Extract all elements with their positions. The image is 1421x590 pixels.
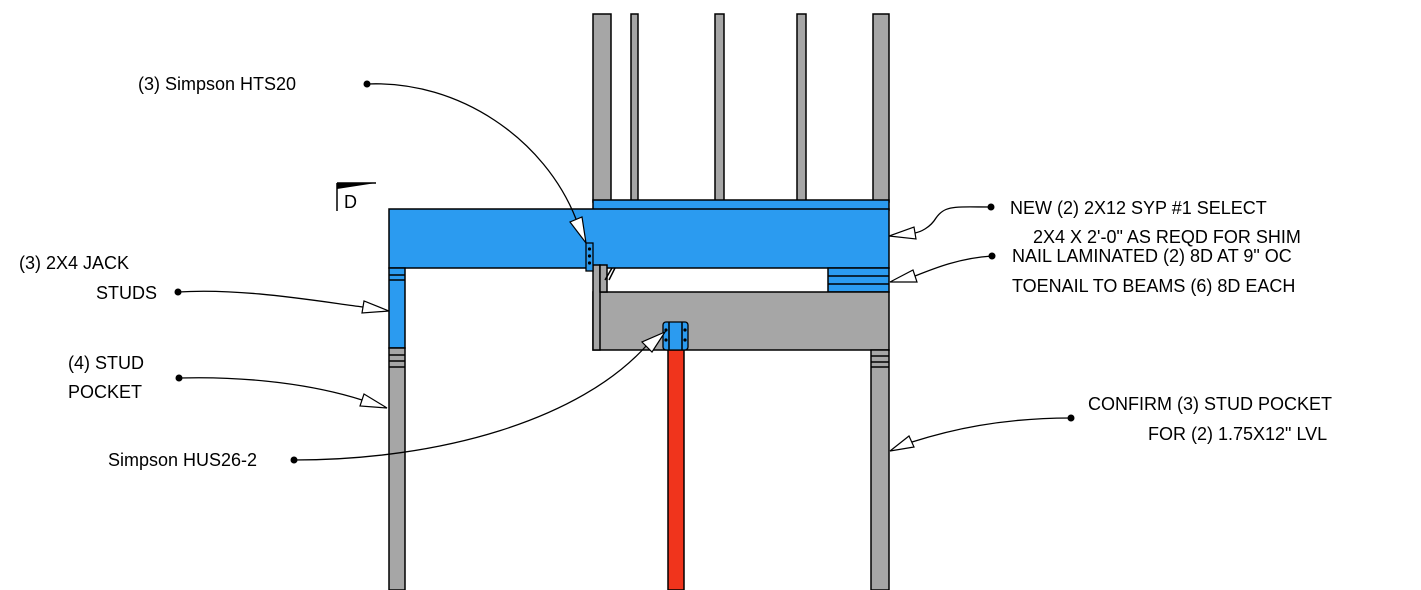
lvl-end-post-outer <box>592 264 601 351</box>
right-pocket-stud <box>870 349 890 590</box>
callout-jack-studs: (3) 2X4 JACK STUDS <box>19 253 390 314</box>
shim-pack <box>827 267 890 293</box>
callout-confirm-line1: CONFIRM (3) STUD POCKET <box>1088 394 1332 414</box>
left-jack-studs <box>388 267 406 349</box>
callout-pocket4-line1: (4) STUD <box>68 353 144 373</box>
callout-nail-line2: TOENAIL TO BEAMS (6) 8D EACH <box>1012 276 1295 296</box>
upper-stud-2 <box>630 13 639 203</box>
hus26-hanger-body <box>662 321 689 351</box>
callout-hus26-line1: Simpson HUS26-2 <box>108 450 257 470</box>
callout-pocket4-line2: POCKET <box>68 382 142 402</box>
upper-stud-left <box>592 13 612 203</box>
new-2x12-beam <box>388 208 890 269</box>
callout-nail-line1: NAIL LAMINATED (2) 8D AT 9" OC <box>1012 246 1292 266</box>
callout-jack-line1: (3) 2X4 JACK <box>19 253 129 273</box>
callout-hus26: Simpson HUS26-2 <box>108 330 667 470</box>
upper-stud-right <box>872 13 890 203</box>
right-stud-pocket <box>870 349 890 590</box>
left-stud-pocket <box>388 347 406 590</box>
upper-wall-studs <box>592 13 890 203</box>
shim-block <box>827 267 890 293</box>
section-marker-letter: D <box>344 192 357 212</box>
section-marker: D <box>336 182 376 212</box>
upper-stud-4 <box>796 13 807 203</box>
left-pocket-stud <box>388 347 406 590</box>
hts20-strap <box>585 242 594 272</box>
callout-hts20: (3) Simpson HTS20 <box>138 74 587 244</box>
callout-confirm-stud-pocket: CONFIRM (3) STUD POCKET FOR (2) 1.75X12"… <box>889 394 1332 452</box>
callout-beam-line2: 2X4 X 2'-0" AS REQD FOR SHIM <box>1033 227 1301 247</box>
red-post <box>667 349 685 590</box>
lvl-end-post-inner <box>599 264 608 293</box>
callout-beam-line1: NEW (2) 2X12 SYP #1 SELECT <box>1010 198 1267 218</box>
callout-hts20-line1: (3) Simpson HTS20 <box>138 74 296 94</box>
callout-new-beam: NEW (2) 2X12 SYP #1 SELECT 2X4 X 2'-0" A… <box>888 198 1301 247</box>
callout-confirm-line2: FOR (2) 1.75X12" LVL <box>1148 424 1327 444</box>
callout-stud-pocket-4: (4) STUD POCKET <box>68 353 388 409</box>
hus26-hanger <box>662 321 689 351</box>
lvl-beam <box>592 291 890 351</box>
callout-nail-laminated: NAIL LAMINATED (2) 8D AT 9" OC TOENAIL T… <box>889 246 1295 296</box>
upper-stud-3 <box>714 13 725 203</box>
callout-jack-line2: STUDS <box>96 283 157 303</box>
